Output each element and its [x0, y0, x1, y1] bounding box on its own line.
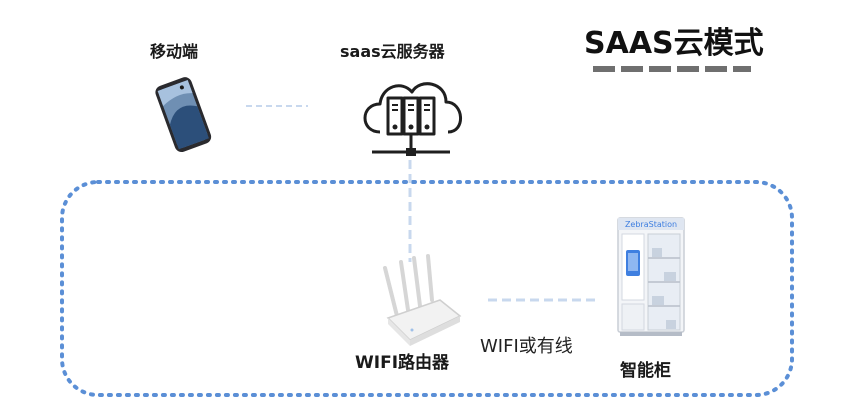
- cloud-server-icon: [363, 82, 462, 156]
- smartphone-icon: [155, 77, 212, 153]
- phone-label: 移动端: [150, 42, 199, 61]
- server-label: saas云服务器: [340, 42, 445, 61]
- router-label: WIFI路由器: [355, 353, 450, 373]
- smart-cabinet-icon: ZebraStation: [617, 217, 685, 336]
- router-cabinet-link-label: WIFI或有线: [480, 336, 573, 357]
- title-dash-line: [593, 66, 751, 72]
- cabinet-label: 智能柜: [620, 361, 671, 381]
- cabinet-brand-text: ZebraStation: [625, 220, 677, 229]
- local-network-boundary: [60, 180, 794, 397]
- wifi-router-icon: [383, 254, 462, 346]
- diagram-title: SAAS云模式: [584, 26, 764, 61]
